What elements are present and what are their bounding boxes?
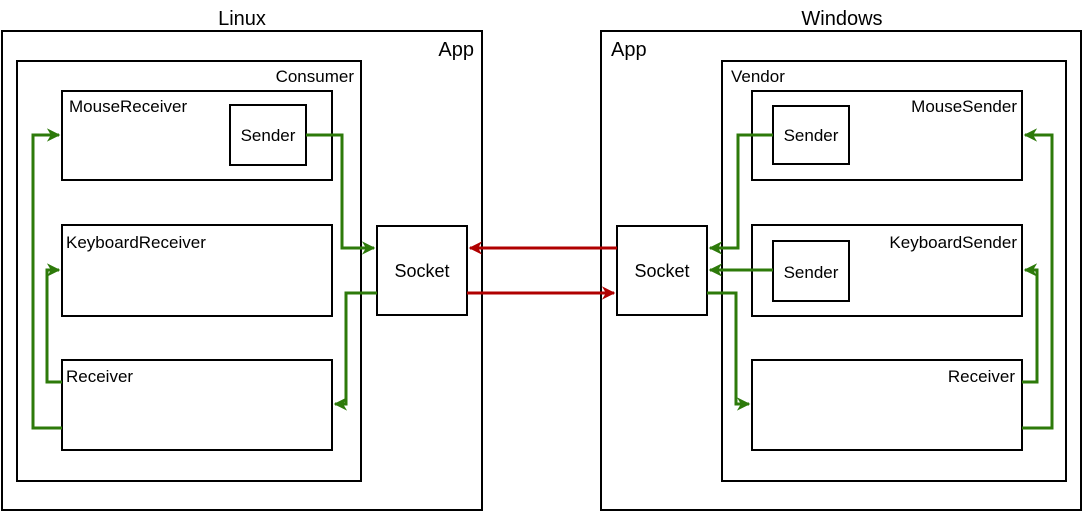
windows-platform-label: Windows — [801, 8, 882, 30]
arrow-receiver-to-mouse-receiver — [31, 128, 62, 430]
mouse-receiver-label: MouseReceiver — [69, 97, 187, 116]
windows-receiver-label: Receiver — [948, 367, 1015, 386]
linux-socket-label: Socket — [394, 261, 449, 281]
arrow-windows-socket-to-receiver — [707, 291, 751, 411]
keyboard-receiver-label: KeyboardReceiver — [66, 233, 206, 252]
windows-receiver-box — [751, 359, 1023, 451]
vendor-label: Vendor — [731, 67, 785, 86]
mouse-sender-inner-label: Sender — [784, 126, 839, 145]
linux-receiver-box — [61, 359, 333, 451]
mouse-sender-inner-box — [772, 105, 850, 165]
windows-socket-box — [616, 225, 708, 316]
keyboard-sender-inner-label: Sender — [784, 263, 839, 282]
linux-socket-box — [376, 225, 468, 316]
consumer-label: Consumer — [276, 67, 355, 86]
keyboard-sender-inner-box — [772, 240, 850, 302]
mouse-receiver-sender-label: Sender — [241, 126, 296, 145]
arrow-receiver-to-keyboard-receiver — [45, 263, 62, 384]
keyboard-receiver-box — [61, 224, 333, 317]
windows-app-label: App — [611, 39, 647, 61]
arrow-linux-socket-to-receiver — [333, 291, 377, 411]
keyboard-sender-label: KeyboardSender — [889, 233, 1017, 252]
linux-app-label: App — [438, 39, 474, 61]
linux-platform-label: Linux — [218, 8, 266, 30]
linux-receiver-label: Receiver — [66, 367, 133, 386]
arrow-mouse-sender-to-windows-socket — [708, 133, 773, 255]
windows-socket-label: Socket — [634, 261, 689, 281]
mouse-sender-label: MouseSender — [911, 97, 1017, 116]
arrow-mouse-sender-to-linux-socket — [306, 133, 376, 255]
arrow-receiver-to-keyboard-sender — [1022, 263, 1039, 384]
arrow-receiver-to-mouse-sender — [1022, 128, 1054, 430]
